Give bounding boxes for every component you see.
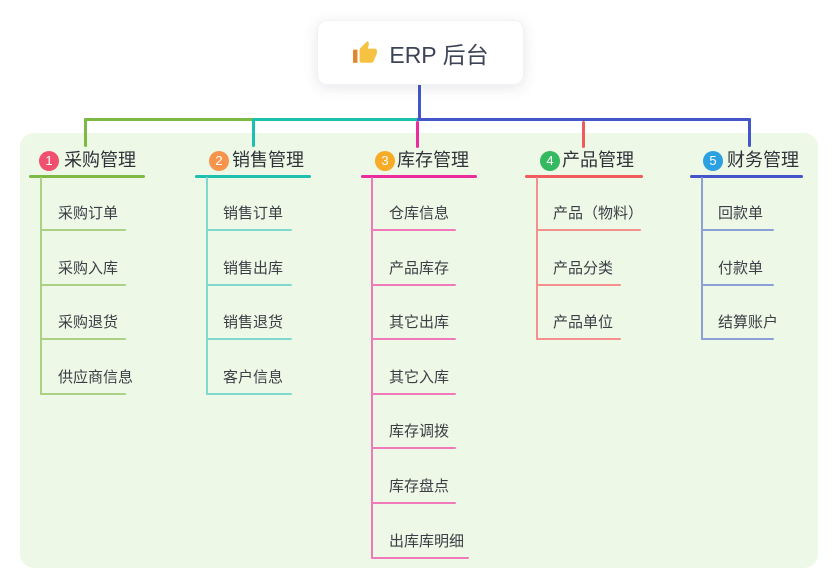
child-underline: [701, 338, 774, 340]
branch-title[interactable]: 销售管理: [232, 150, 304, 170]
child-underline: [371, 338, 456, 340]
child-underline: [206, 229, 292, 231]
child-underline: [371, 502, 456, 504]
child-node-label[interactable]: 库存盘点: [389, 478, 450, 495]
branch-number-badge: 5: [703, 151, 723, 171]
branch-number-badge: 4: [540, 151, 560, 171]
child-node-label[interactable]: 采购入库: [58, 260, 119, 277]
child-node-label[interactable]: 产品单位: [553, 314, 614, 331]
child-underline: [371, 393, 456, 395]
background-panel: [20, 133, 818, 568]
root-connector-line: [418, 83, 421, 121]
connector-bus-segment: [252, 118, 419, 121]
child-node-label[interactable]: 采购退货: [58, 314, 119, 331]
child-underline: [371, 447, 456, 449]
branch-number-badge: 3: [375, 151, 395, 171]
branch-vertical-line: [371, 177, 373, 559]
child-node-label[interactable]: 其它出库: [389, 314, 450, 331]
branch-underline: [525, 175, 643, 178]
root-node-erp[interactable]: ERP 后台: [317, 20, 524, 85]
child-node-label[interactable]: 回款单: [718, 205, 764, 222]
child-underline: [536, 284, 621, 286]
branch-title[interactable]: 财务管理: [727, 150, 799, 170]
branch-underline: [690, 175, 803, 178]
branch-underline: [361, 175, 477, 178]
child-node-label[interactable]: 供应商信息: [58, 369, 134, 386]
child-node-label[interactable]: 产品分类: [553, 260, 614, 277]
child-underline: [536, 229, 641, 231]
child-underline: [536, 338, 621, 340]
child-node-label[interactable]: 出库库明细: [389, 533, 465, 550]
child-underline: [40, 338, 126, 340]
branch-vertical-line: [701, 177, 703, 340]
child-node-label[interactable]: 采购订单: [58, 205, 119, 222]
child-underline: [206, 393, 292, 395]
branch-title[interactable]: 库存管理: [397, 150, 469, 170]
child-node-label[interactable]: 销售退货: [223, 314, 284, 331]
connector-drop: [84, 118, 87, 147]
branch-vertical-line: [536, 177, 538, 340]
child-node-label[interactable]: 销售订单: [223, 205, 284, 222]
child-underline: [206, 284, 292, 286]
child-underline: [371, 557, 469, 559]
branch-underline: [29, 175, 145, 178]
child-node-label[interactable]: 客户信息: [223, 369, 284, 386]
child-node-label[interactable]: 其它入库: [389, 369, 450, 386]
child-underline: [40, 393, 126, 395]
thumbs-up-icon: [352, 40, 378, 66]
child-node-label[interactable]: 付款单: [718, 260, 764, 277]
connector-bus-segment: [417, 118, 751, 121]
branch-vertical-line: [206, 177, 208, 395]
child-node-label[interactable]: 产品（物料）: [553, 205, 644, 222]
branch-underline: [195, 175, 311, 178]
child-underline: [701, 229, 774, 231]
connector-drop: [416, 121, 419, 148]
child-underline: [701, 284, 774, 286]
connector-bus-segment: [84, 118, 254, 121]
connector-drop: [582, 121, 585, 148]
child-underline: [40, 229, 126, 231]
branch-number-badge: 1: [39, 151, 59, 171]
branch-number-badge: 2: [209, 151, 229, 171]
child-underline: [206, 338, 292, 340]
root-node-label: ERP 后台: [389, 41, 489, 68]
child-node-label[interactable]: 仓库信息: [389, 205, 450, 222]
child-node-label[interactable]: 库存调拨: [389, 423, 450, 440]
branch-title[interactable]: 采购管理: [64, 150, 136, 170]
child-node-label[interactable]: 产品库存: [389, 260, 450, 277]
child-underline: [371, 229, 456, 231]
child-underline: [371, 284, 456, 286]
child-node-label[interactable]: 结算账户: [718, 314, 779, 331]
branch-title[interactable]: 产品管理: [562, 150, 634, 170]
child-node-label[interactable]: 销售出库: [223, 260, 284, 277]
connector-drop: [748, 118, 751, 147]
child-underline: [40, 284, 126, 286]
branch-vertical-line: [40, 177, 42, 395]
connector-drop: [252, 118, 255, 147]
